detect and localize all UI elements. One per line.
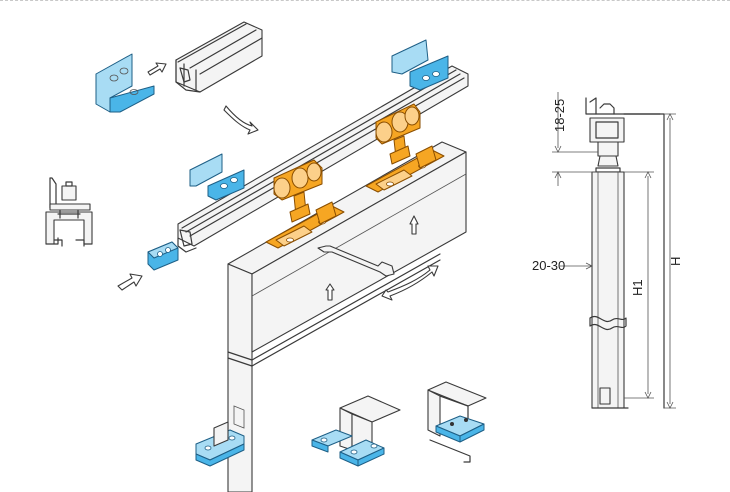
ceiling-bracket-right <box>391 39 449 91</box>
floor-guide-2 <box>311 395 401 467</box>
process-arrow-icon <box>117 273 143 291</box>
door-top-plate-right <box>365 145 445 193</box>
side-elevation-drawing <box>552 92 676 409</box>
track-profile-section <box>175 21 263 93</box>
ceiling-bracket-left <box>189 153 245 201</box>
top-clearance-label: 18-25 <box>552 99 567 132</box>
trolley-left <box>273 159 323 223</box>
trolley-right <box>375 103 421 165</box>
wall-bracket <box>95 53 155 113</box>
h1-label: H1 <box>630 279 645 296</box>
track-end-view <box>45 177 93 247</box>
process-arrow-icon <box>147 62 167 76</box>
lift-arrow-icon <box>325 283 335 301</box>
rail-end-clip <box>147 241 179 271</box>
process-arrow-icon <box>223 105 259 135</box>
rotation-arrow-icon <box>381 265 439 301</box>
lift-arrow-icon <box>409 215 419 235</box>
side-gap-label: 20-30 <box>532 258 565 273</box>
floor-guide-1 <box>195 421 245 467</box>
floor-guide-3 <box>427 381 487 463</box>
wrench-icon <box>317 245 395 277</box>
h-label: H <box>668 257 683 266</box>
door-top-plate-left <box>265 201 345 249</box>
long-track-rail <box>177 65 469 253</box>
top-border-line <box>0 0 730 1</box>
